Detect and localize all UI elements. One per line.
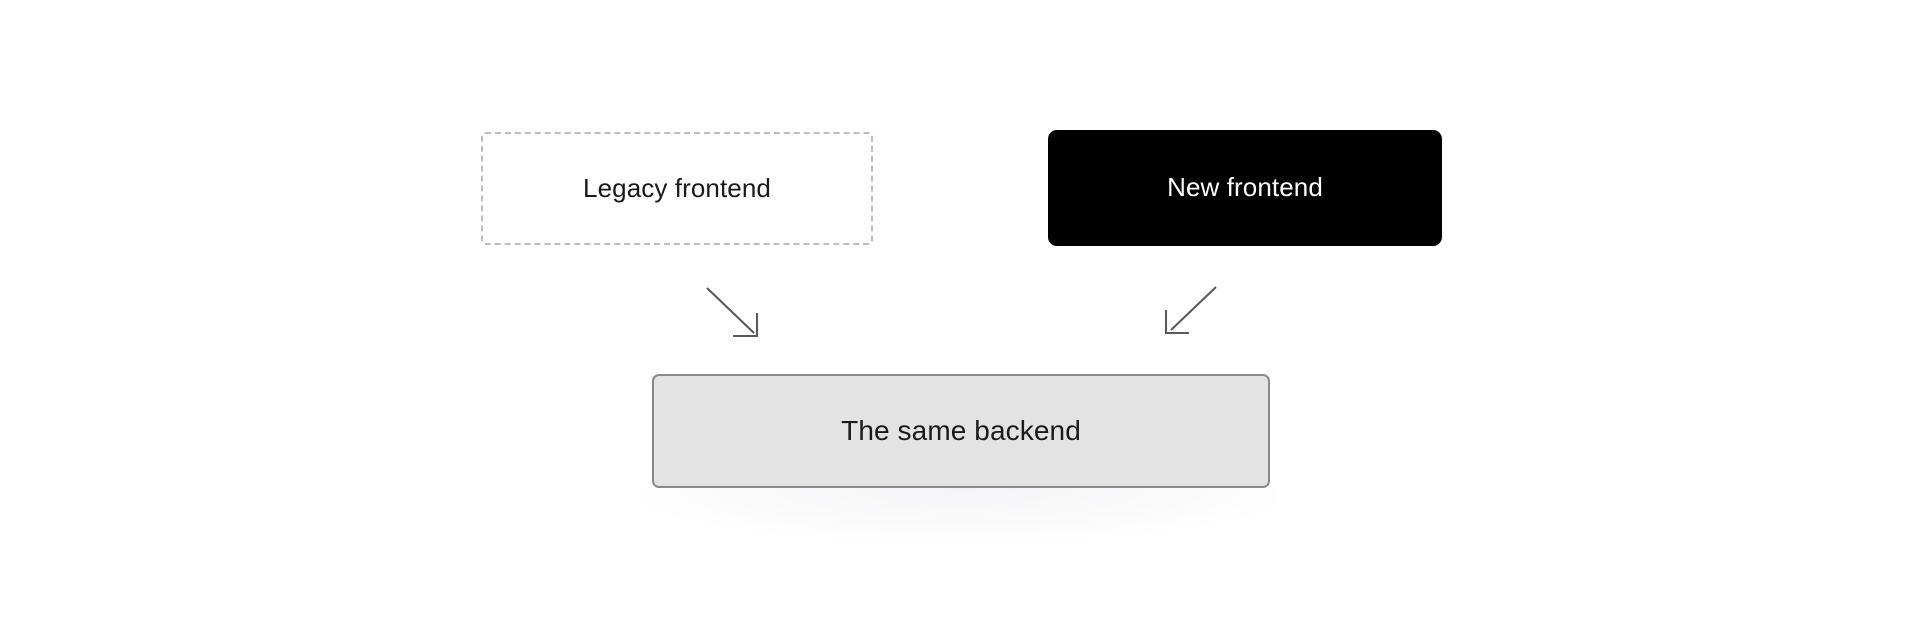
backend-box-shadow: [645, 487, 1277, 539]
node-new-frontend[interactable]: New frontend: [1048, 130, 1442, 246]
connector-new-to-backend: [1164, 286, 1217, 335]
node-new-frontend-label: New frontend: [1167, 172, 1323, 203]
connector-legacy-to-backend: [706, 287, 759, 338]
node-legacy-frontend[interactable]: Legacy frontend: [481, 132, 873, 245]
node-same-backend[interactable]: The same backend: [652, 374, 1270, 488]
node-legacy-frontend-label: Legacy frontend: [583, 172, 771, 203]
node-same-backend-label: The same backend: [841, 415, 1081, 447]
